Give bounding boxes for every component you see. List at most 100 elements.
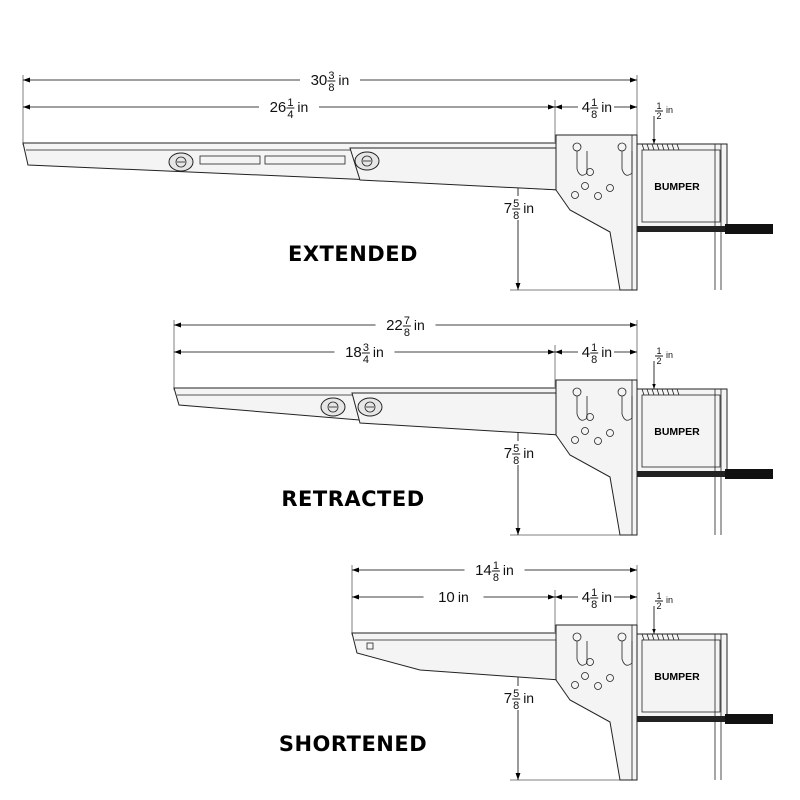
- bolt-hole: [586, 658, 594, 666]
- dim-unit: in: [601, 589, 612, 605]
- arm: [351, 632, 561, 681]
- thread-mark: [666, 633, 670, 641]
- thread-mark: [646, 388, 650, 396]
- label-background: [498, 441, 538, 465]
- pin-clip: [621, 641, 633, 666]
- hitch-pin-right-icon: [617, 632, 633, 666]
- knob-center: [175, 156, 187, 168]
- hitch-pin-right-icon: [617, 387, 633, 421]
- bumper-label: BUMPER: [654, 671, 700, 683]
- dim-whole: 10: [438, 589, 455, 606]
- thread-mark: [656, 633, 660, 641]
- inner-slide: [351, 392, 561, 436]
- label-background: [498, 196, 538, 220]
- dim-numerator: 5: [513, 688, 519, 700]
- dim-whole: 22: [386, 317, 403, 334]
- thread-mark: [671, 633, 675, 641]
- dim-unit: in: [503, 562, 514, 578]
- dim-whole: 30: [311, 72, 328, 89]
- bolt-hole: [606, 184, 614, 192]
- dim-numerator: 1: [493, 560, 499, 572]
- bumper-label: BUMPER: [654, 426, 700, 438]
- dim-denominator: 4: [363, 354, 369, 366]
- hitch-pin-left-icon: [572, 387, 588, 421]
- thread-mark: [641, 633, 645, 641]
- bumper-inner: [641, 639, 721, 713]
- thread-mark: [666, 143, 670, 151]
- u-bolt-bar: [637, 226, 725, 232]
- dim-whole: 7: [504, 445, 512, 462]
- bumper-body: [636, 633, 728, 719]
- dim-whole: 18: [345, 344, 362, 361]
- dim-unit: in: [666, 350, 673, 360]
- bolt-stub: [725, 224, 773, 234]
- bolt-stub: [725, 469, 773, 479]
- dim-unit: in: [414, 317, 425, 333]
- knob-center: [361, 155, 373, 167]
- thread-mark: [676, 633, 680, 641]
- bumper-body: [636, 388, 728, 474]
- dim-denominator: 2: [656, 356, 661, 366]
- dim-unit: in: [523, 690, 534, 706]
- dim-numerator: 1: [591, 342, 597, 354]
- dim-whole: 4: [582, 344, 590, 361]
- pin-clip: [576, 151, 588, 176]
- pin-clip: [621, 396, 633, 421]
- mount-bracket: [555, 134, 638, 291]
- dim-numerator: 1: [656, 591, 661, 601]
- dim-numerator: 1: [287, 97, 293, 109]
- thread-mark: [676, 388, 680, 396]
- mount-bracket: [555, 379, 638, 536]
- bumper: BUMPER: [636, 388, 773, 535]
- dim-unit: in: [458, 589, 469, 605]
- mount-bracket: [555, 624, 638, 781]
- dim-denominator: 8: [328, 82, 334, 94]
- bolt-hole: [594, 682, 602, 690]
- dim-denominator: 8: [513, 700, 519, 712]
- dim-unit: in: [523, 445, 534, 461]
- knob-left-icon: [168, 152, 194, 172]
- thread-mark: [661, 143, 665, 151]
- slot-right: [264, 155, 346, 165]
- u-bolt-bar: [637, 716, 725, 722]
- dim-denominator: 8: [591, 354, 597, 366]
- config-label: SHORTENED: [279, 732, 427, 756]
- bolt-hole: [606, 674, 614, 682]
- dim-numerator: 7: [404, 315, 410, 327]
- bolt-hole: [586, 168, 594, 176]
- knob-center: [364, 401, 376, 413]
- bumper: BUMPER: [636, 143, 773, 290]
- dim-numerator: 5: [513, 443, 519, 455]
- config-label: EXTENDED: [288, 242, 418, 266]
- dim-unit: in: [666, 595, 673, 605]
- thread-mark: [661, 633, 665, 641]
- knob-center: [327, 401, 339, 413]
- bolt-hole: [571, 681, 579, 689]
- dim-denominator: 4: [287, 109, 293, 121]
- config-label: RETRACTED: [281, 487, 424, 511]
- bumper-label: BUMPER: [654, 181, 700, 193]
- dim-unit: in: [601, 99, 612, 115]
- inner-slide: [349, 147, 561, 191]
- dim-denominator: 8: [513, 210, 519, 222]
- dim-numerator: 1: [591, 97, 597, 109]
- dim-whole: 4: [582, 99, 590, 116]
- dim-unit: in: [666, 105, 673, 115]
- pin-clip: [576, 641, 588, 666]
- dim-denominator: 8: [591, 599, 597, 611]
- bumper-inner: [641, 149, 721, 223]
- bolt-stub: [725, 714, 773, 724]
